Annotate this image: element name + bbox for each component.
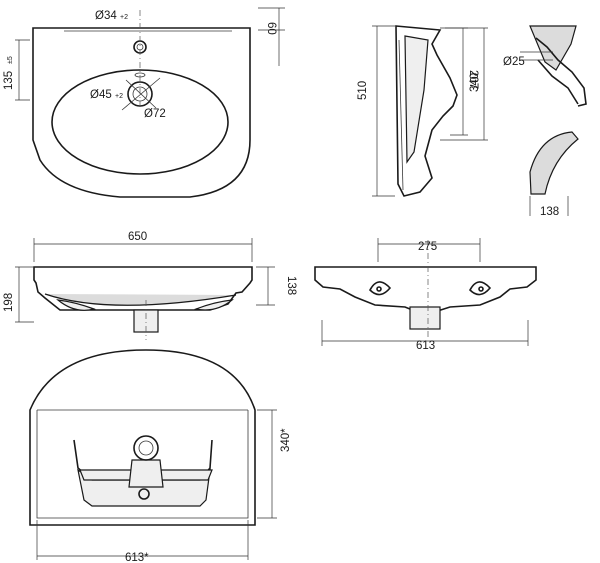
label-d45-tol: +2 (115, 93, 123, 100)
label-bot340: 340* (280, 428, 292, 452)
label-top135-tol: ±5 (7, 56, 14, 64)
label-d34: Ø34 (95, 10, 117, 22)
side-view (372, 25, 488, 197)
label-d45: Ø45 (90, 89, 112, 101)
label-sec138: 138 (540, 206, 559, 218)
label-d72: Ø72 (144, 108, 166, 120)
label-sec25: Ø25 (503, 56, 525, 68)
label-bot613: 613* (125, 552, 149, 563)
label-front138: 138 (285, 276, 297, 295)
label-front650: 650 (128, 231, 147, 243)
label-d34-tol: +2 (120, 14, 128, 21)
top-view (15, 7, 285, 198)
rear-view (314, 238, 537, 346)
label-side340: 340 (469, 73, 481, 92)
label-side510: 510 (357, 81, 369, 100)
label-top60: 60 (265, 22, 277, 35)
front-view (15, 238, 275, 340)
label-side207: 207 (467, 70, 479, 89)
label-front198: 198 (3, 293, 15, 312)
bottom-view (29, 349, 277, 560)
label-rear613: 613 (416, 340, 435, 352)
label-top135: 135 (3, 71, 15, 90)
label-rear275: 275 (418, 241, 437, 253)
section-view (520, 25, 587, 216)
